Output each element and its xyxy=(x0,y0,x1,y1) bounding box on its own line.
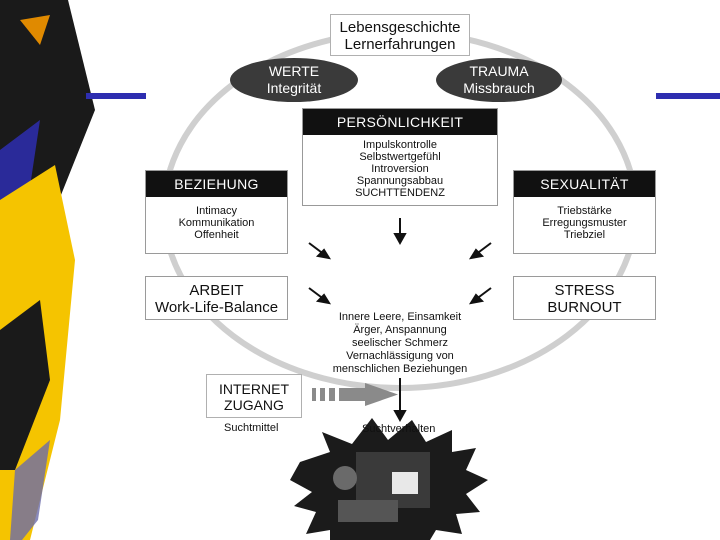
internet-subtitle: ZUGANG xyxy=(224,397,284,413)
sexuality-title: SEXUALITÄT xyxy=(514,171,655,197)
work-title: ARBEIT xyxy=(189,282,244,299)
inner-emptiness-text: Innere Leere, Einsamkeit Ärger, Anspannu… xyxy=(320,311,480,376)
accent-line-left xyxy=(86,93,146,99)
center-line: seelischer Schmerz xyxy=(352,337,448,349)
stress-title: STRESS xyxy=(554,282,615,299)
trauma-title: TRAUMA xyxy=(469,63,529,79)
relationship-box: BEZIEHUNG Intimacy Kommunikation Offenhe… xyxy=(145,170,288,254)
means-label: Suchtmittel xyxy=(224,422,279,434)
sexuality-item: Erregungsmuster xyxy=(542,217,627,229)
work-box: ARBEIT Work-Life-Balance xyxy=(145,276,288,320)
work-subtitle: Work-Life-Balance xyxy=(154,299,279,316)
life-history-box: Lebensgeschichte Lernerfahrungen xyxy=(330,14,470,56)
center-line: Ärger, Anspannung xyxy=(353,324,447,336)
relationship-title: BEZIEHUNG xyxy=(146,171,287,197)
personality-title: PERSÖNLICHKEIT xyxy=(303,109,497,135)
life-history-line-1: Lebensgeschichte xyxy=(339,19,461,36)
personality-item: Spannungsabbau xyxy=(356,175,444,187)
personality-item: Selbstwertgefühl xyxy=(359,151,441,163)
personality-item: SUCHTTENDENZ xyxy=(355,187,445,199)
relationship-item: Offenheit xyxy=(194,229,239,241)
accent-line-right xyxy=(656,93,720,99)
values-subtitle: Integrität xyxy=(266,80,322,96)
center-line: Vernachlässigung von xyxy=(346,350,454,362)
behavior-label: Suchtverhalten xyxy=(362,423,436,435)
relationship-item: Intimacy xyxy=(196,205,237,217)
sexuality-item: Triebziel xyxy=(563,229,606,241)
center-line: menschlichen Beziehungen xyxy=(332,363,468,375)
sexuality-box: SEXUALITÄT Triebstärke Erregungsmuster T… xyxy=(513,170,656,254)
values-oval: WERTE Integrität xyxy=(230,58,358,102)
person-at-computer-photo xyxy=(330,440,460,540)
relationship-item: Kommunikation xyxy=(178,217,255,229)
life-history-line-2: Lernerfahrungen xyxy=(344,36,456,53)
stress-box: STRESS BURNOUT xyxy=(513,276,656,320)
stress-subtitle: BURNOUT xyxy=(547,299,622,316)
internet-title: INTERNET xyxy=(219,381,289,397)
sexuality-item: Triebstärke xyxy=(557,205,612,217)
trauma-oval: TRAUMA Missbrauch xyxy=(436,58,562,102)
personality-item: Introversion xyxy=(371,163,429,175)
values-title: WERTE xyxy=(268,63,320,79)
trauma-subtitle: Missbrauch xyxy=(463,80,535,96)
personality-box: PERSÖNLICHKEIT Impulskontrolle Selbstwer… xyxy=(302,108,498,206)
internet-access-box: INTERNET ZUGANG xyxy=(206,374,302,418)
personality-item: Impulskontrolle xyxy=(363,139,437,151)
center-line: Innere Leere, Einsamkeit xyxy=(338,311,462,323)
